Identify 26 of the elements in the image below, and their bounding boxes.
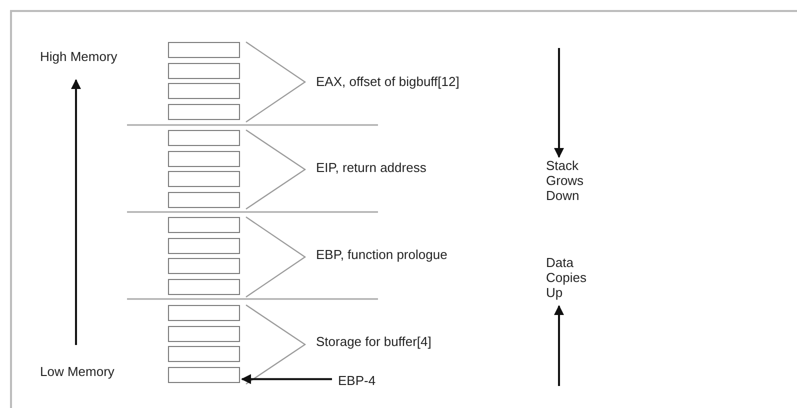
memory-cell bbox=[168, 171, 240, 188]
region-label: EBP, function prologue bbox=[316, 247, 448, 262]
memory-cell bbox=[168, 258, 240, 274]
memory-cell bbox=[168, 326, 240, 342]
memory-label: Low Memory bbox=[40, 364, 114, 379]
region-label: Storage for buffer[4] bbox=[316, 334, 432, 349]
memory-cell bbox=[168, 150, 240, 167]
pointer-arrow bbox=[241, 374, 332, 384]
memory-cell bbox=[168, 367, 240, 384]
memory-cell bbox=[168, 217, 240, 233]
memory-cell bbox=[168, 238, 240, 254]
memory-cell bbox=[168, 305, 240, 321]
memory-cell bbox=[168, 346, 240, 362]
memory-label: High Memory bbox=[40, 49, 118, 64]
memory-cell bbox=[168, 83, 240, 100]
memory-cell bbox=[168, 192, 240, 208]
memory-cell bbox=[168, 104, 240, 120]
region-label: EIP, return address bbox=[316, 160, 426, 175]
region-label: EAX, offset of bigbuff[12] bbox=[316, 74, 460, 89]
direction-label: Data Copies Up bbox=[546, 255, 588, 300]
pointer-label: EBP-4 bbox=[338, 373, 388, 389]
memory-cell bbox=[168, 62, 240, 79]
memory-cell bbox=[168, 42, 240, 58]
memory-cell bbox=[168, 279, 240, 296]
memory-cell bbox=[168, 130, 240, 146]
direction-label: Stack Grows Down bbox=[546, 158, 585, 203]
